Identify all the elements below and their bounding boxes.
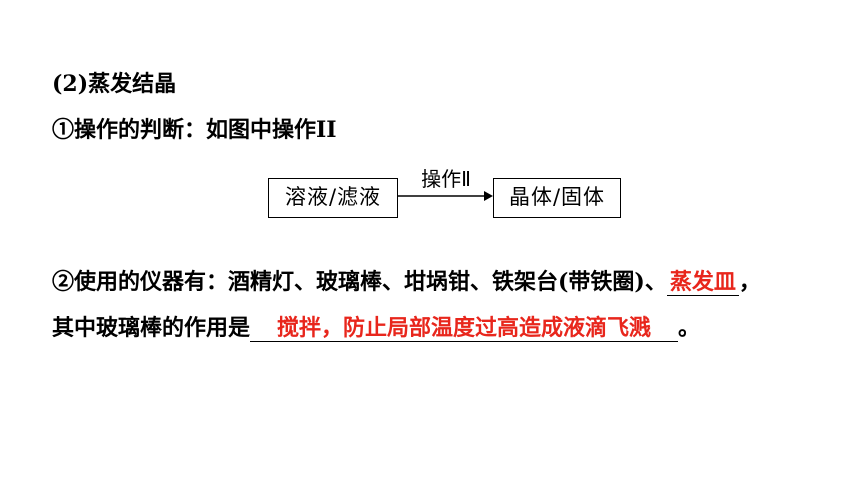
solution-box: 溶液/滤液 bbox=[268, 178, 398, 218]
crystal-box: 晶体/固体 bbox=[493, 178, 621, 218]
instruments-suffix: ， bbox=[738, 269, 761, 295]
instruments-text: ②使用的仪器有：酒精灯、玻璃棒、坩埚钳、铁架台(带铁圈)、 bbox=[52, 269, 667, 295]
instruments-line: ②使用的仪器有：酒精灯、玻璃棒、坩埚钳、铁架台(带铁圈)、蒸发皿， bbox=[52, 264, 761, 297]
glass-rod-suffix: 。 bbox=[678, 315, 701, 341]
answer-blank-dish: 蒸发皿 bbox=[666, 269, 739, 297]
answer-blank-purpose: 搅拌，防止局部温度过高造成液滴飞溅 bbox=[250, 315, 679, 343]
glass-rod-text: 其中玻璃棒的作用是 bbox=[52, 315, 251, 341]
arrow-icon bbox=[398, 191, 493, 201]
section-heading: (2)蒸发结晶 bbox=[52, 71, 177, 97]
glass-rod-line: 其中玻璃棒的作用是搅拌，防止局部温度过高造成液滴飞溅。 bbox=[52, 310, 701, 343]
operation-judgement: ①操作的判断：如图中操作II bbox=[52, 117, 337, 143]
operation-label: 操作Ⅱ bbox=[421, 167, 471, 191]
